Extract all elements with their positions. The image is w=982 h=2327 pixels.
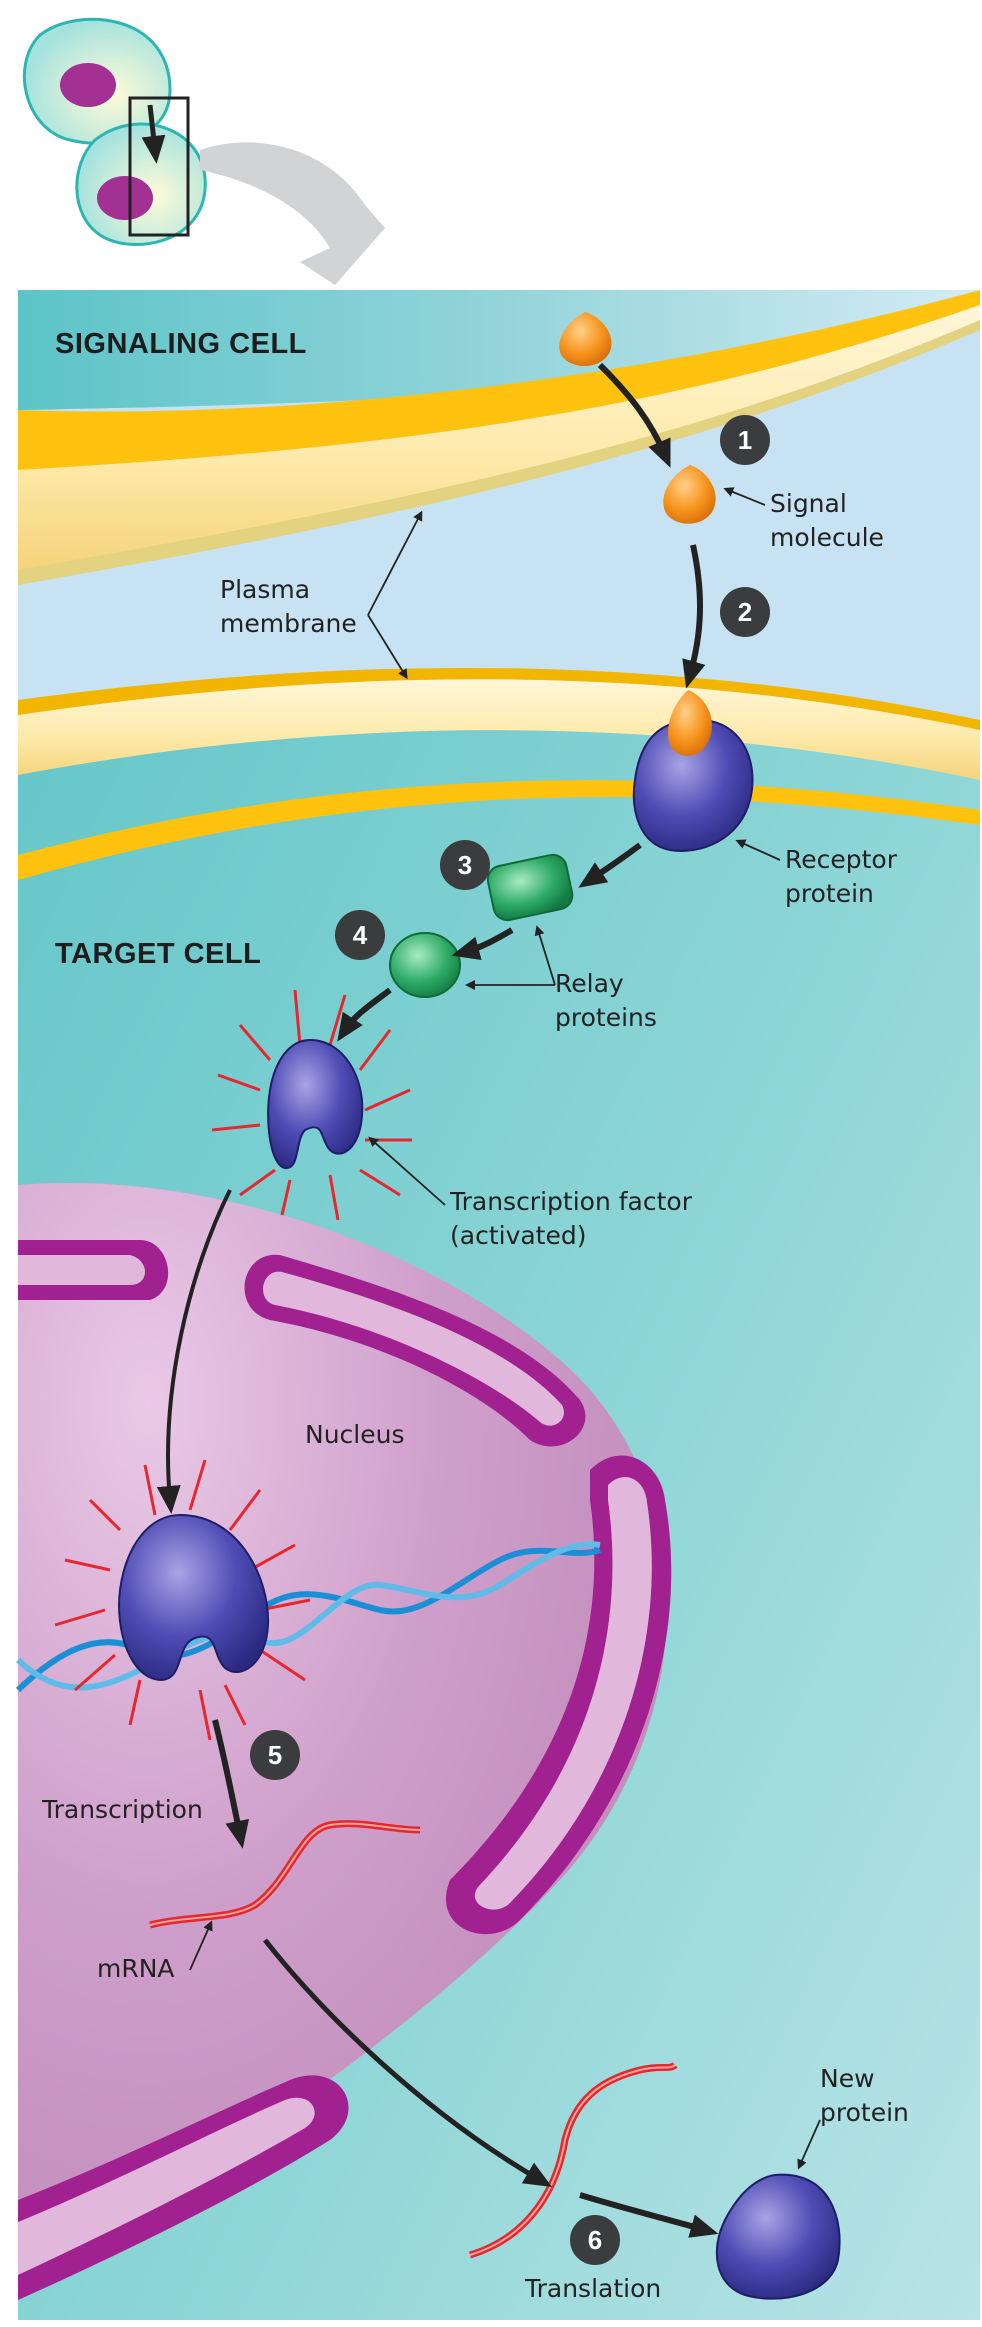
leader-lines [189,487,821,2170]
step-badges: 1 2 3 4 5 6 [250,415,770,2265]
receptor-protein [632,690,754,852]
relay-proteins-label: Relay proteins [555,969,657,1032]
arrow-transcription [212,1719,250,1849]
dna-helix [15,1541,601,1693]
target-cell-label: TARGET CELL [55,938,262,970]
arrow-relay-to-tf [337,987,392,1042]
step-badge-1: 1 [720,415,770,465]
nucleus-label: Nucleus [305,1420,405,1449]
cells-thumbnail [23,17,385,285]
step-badge-4: 4 [335,910,385,960]
process-arrows [156,362,719,2238]
arrow-receptor-to-relay [578,842,642,888]
step-badge-3: 3 [440,840,490,890]
svg-text:2: 2 [738,597,752,627]
nucleus [18,1182,672,2300]
arrow-mrna-out [263,1938,553,2188]
new-protein [715,2173,841,2300]
svg-text:1: 1 [738,425,752,455]
signal-molecule-top [559,312,612,367]
step-badge-2: 2 [720,587,770,637]
arrow-tf-to-dna [156,1189,232,1514]
arrow-signal-to-receptor [682,544,706,689]
new-protein-label: New protein [820,2064,909,2127]
svg-text:5: 5 [268,1740,282,1770]
arrow-relay-to-relay [451,927,514,960]
svg-text:6: 6 [588,2225,602,2255]
step-badge-6: 6 [570,2215,620,2265]
receptor-protein-label: Receptor protein [785,845,897,908]
svg-text:4: 4 [353,920,368,950]
mrna-strand [149,1820,421,1929]
plasma-membrane-label: Plasma membrane [220,575,357,638]
transcription-label: Transcription [42,1795,203,1824]
transcription-factor-bound [54,1459,311,1741]
mrna-label: mRNA [97,1954,175,1983]
relay-protein-2 [389,932,461,998]
translation-label: Translation [525,2274,662,2303]
arrow-translation [579,2192,719,2238]
signal-molecule-mid [663,465,716,524]
signaling-cell-label: SIGNALING CELL [55,328,307,360]
signal-molecule-label: Signal molecule [770,489,884,552]
mrna-translated [468,2062,678,2259]
svg-text:3: 3 [458,850,472,880]
step-badge-5: 5 [250,1730,300,1780]
relay-protein-1 [486,853,574,922]
transcription-factor-label: Transcription factor (activated) [450,1187,692,1250]
arrow-signal-to-membrane [597,362,671,468]
